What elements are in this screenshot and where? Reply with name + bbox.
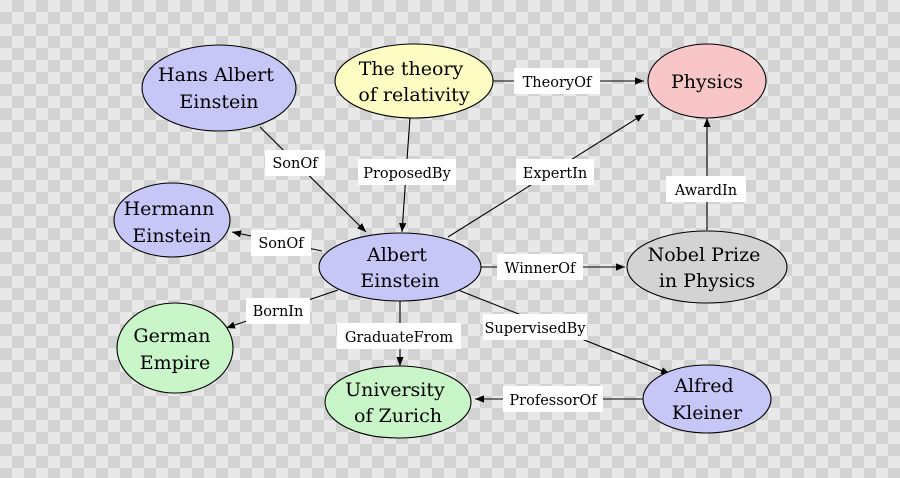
node-label: Physics <box>671 71 743 93</box>
edge-label-proposedby: ProposedBy <box>363 166 451 182</box>
edge-hans-sonof: SonOf <box>259 126 367 233</box>
node-label: Hans Albert Einstein <box>158 64 280 113</box>
edge-label-sonof-hans: SonOf <box>272 156 319 172</box>
edge-label-graduatefrom: GraduateFrom <box>345 330 454 346</box>
edge-graduatefrom: GraduateFrom <box>337 299 461 366</box>
node-hans-albert-einstein: Hans Albert Einstein <box>141 44 297 132</box>
edge-label-winnerof: WinnerOf <box>505 261 577 277</box>
node-label: Nobel Prize in Physics <box>648 244 767 292</box>
node-label: Albert Einstein <box>360 244 439 292</box>
node-label: The theory of relativity <box>358 58 469 106</box>
edge-theoryof: TheoryOf <box>492 68 644 94</box>
node-label: Alfred Kleiner <box>672 375 743 424</box>
node-university-of-zurich: University of Zurich <box>324 365 472 439</box>
edge-bornin: BornIn <box>225 289 339 329</box>
node-albert-einstein: Albert Einstein <box>318 232 482 302</box>
edge-label-sonof-hermann: SonOf <box>258 236 305 252</box>
node-german-empire: German Empire <box>116 302 234 394</box>
node-label: University of Zurich <box>345 379 451 427</box>
edge-label-theoryof: TheoryOf <box>523 75 593 91</box>
node-label: German Empire <box>133 325 216 374</box>
edge-awardin: AwardIn <box>666 118 746 230</box>
node-nobel-prize: Nobel Prize in Physics <box>626 230 788 304</box>
edge-professorof: ProfessorOf <box>475 386 643 412</box>
edge-label-expertin: ExpertIn <box>523 166 587 182</box>
edge-expertin: ExpertIn <box>447 113 645 238</box>
edge-label-professorof: ProfessorOf <box>509 393 598 409</box>
edge-winnerof: WinnerOf <box>478 254 625 280</box>
node-hermann-einstein: Hermann Einstein <box>113 182 231 258</box>
node-theory-of-relativity: The theory of relativity <box>334 43 494 119</box>
node-physics: Physics <box>647 43 767 119</box>
node-alfred-kleiner: Alfred Kleiner <box>642 364 772 434</box>
edge-theory-proposedby: ProposedBy <box>358 116 456 233</box>
edge-hermann-sonof: SonOf <box>231 230 323 256</box>
edge-label-bornin: BornIn <box>253 304 304 320</box>
edge-label-awardin: AwardIn <box>674 183 737 199</box>
edge-label-supervisedby: SupervisedBy <box>484 321 586 337</box>
node-label: Hermann Einstein <box>124 198 221 247</box>
edge-supervisedby: SupervisedBy <box>457 289 671 375</box>
